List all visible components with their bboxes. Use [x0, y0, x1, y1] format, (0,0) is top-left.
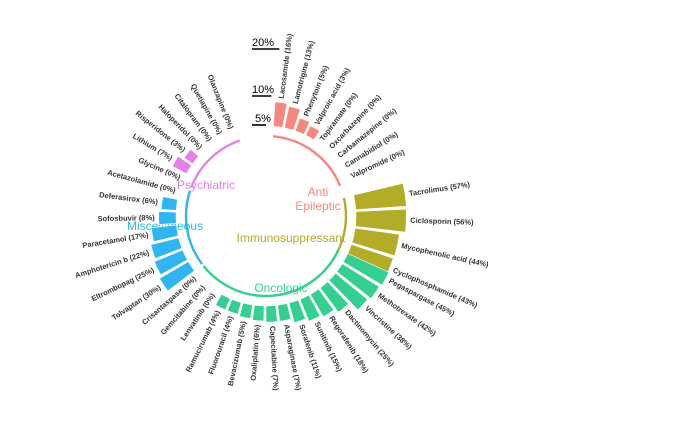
scale-label: 20% [252, 37, 274, 49]
bar-label: Oxaliplatin (6%) [249, 324, 262, 381]
group-arc [190, 139, 241, 188]
bar-label: Mycophenolic acid (44%) [400, 241, 490, 269]
bar [353, 183, 407, 211]
scale-label: 10% [252, 84, 274, 96]
bar [160, 196, 178, 211]
bar [277, 303, 292, 322]
bar-labels: Lacosamide (16%)Lamotrigine (13%)Phenyto… [74, 33, 490, 392]
bar [294, 117, 311, 135]
bar-label: Tacrolimus (57%) [408, 180, 471, 198]
bar [351, 227, 400, 257]
bar [328, 272, 369, 311]
bar [171, 155, 192, 175]
group-arcs [184, 135, 348, 298]
bar-label: Capecitabine (7%) [268, 326, 281, 391]
bar [355, 208, 407, 233]
group-label: Psychiatric [177, 178, 235, 192]
bar [252, 304, 265, 322]
scale-label: 5% [255, 113, 271, 125]
group-label: Oncologic [254, 281, 307, 295]
bar [226, 298, 242, 315]
bar [272, 101, 288, 128]
bar [159, 261, 195, 292]
bar [342, 253, 390, 286]
bar-label: Sofosbuvir (8%) [98, 213, 156, 223]
bar-label: Lacosamide (16%) [277, 33, 295, 100]
bar [288, 299, 306, 323]
bar [215, 293, 231, 311]
bar [239, 302, 253, 319]
group-label: Immunosuppressant [237, 231, 346, 245]
bar [305, 125, 321, 141]
bar-label: Paracetamol (17%) [82, 230, 150, 250]
bar [284, 105, 301, 131]
bar [153, 249, 188, 276]
scale-legend: 20% 10% 5% [252, 37, 280, 126]
bar [150, 237, 183, 259]
group-arc [272, 135, 342, 187]
bar [319, 281, 349, 313]
bar [310, 288, 335, 318]
bar [299, 294, 321, 322]
group-arc [335, 197, 348, 254]
bar [158, 211, 177, 225]
bar [183, 148, 200, 165]
bar [151, 224, 179, 242]
group-arc [184, 190, 204, 265]
bar [336, 263, 380, 300]
bar-label: Deferasirox (6%) [99, 190, 159, 206]
bar-label: Ciclosporin (56%) [410, 216, 474, 227]
group-arc [202, 249, 340, 298]
group-labels: AntiEpilepticImmunosuppressantOncologicM… [127, 178, 346, 295]
bar [265, 305, 278, 323]
bars [150, 101, 407, 323]
